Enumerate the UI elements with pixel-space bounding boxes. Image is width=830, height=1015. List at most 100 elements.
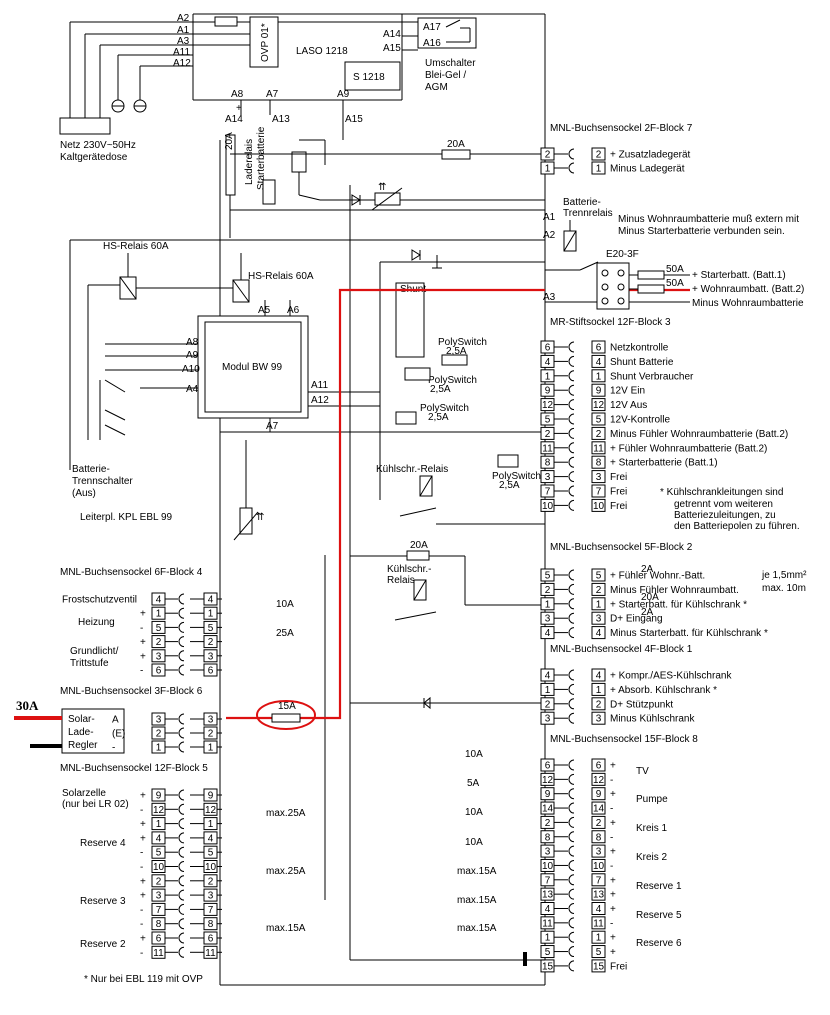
b2-label-0: + Fühler Wohnr.-Batt. xyxy=(610,571,705,582)
block4-title: MNL-Buchsensockel 6F-Block 4 xyxy=(60,567,203,578)
trennrelais: Batterie- Trennrelais Minus Wohnraumbatt… xyxy=(543,197,804,310)
light-arrows-icon: ⇈ xyxy=(378,182,386,193)
b4-label-0: Frostschutzventil xyxy=(62,595,137,606)
b8-pin-5-b-num: 8 xyxy=(596,832,602,843)
minus-note-line1: Minus Wohnraumbatterie muß extern mit xyxy=(618,214,799,225)
b8-pin-3-a-num: 14 xyxy=(542,804,554,815)
b4-pin-5-a-num: 6 xyxy=(156,666,162,677)
laso-label: LASO 1218 xyxy=(296,46,348,57)
mod-pin-a5: A5 xyxy=(258,305,271,316)
b2-pin-4-a-num: 4 xyxy=(545,628,551,639)
b5-pin-1-b-num: 12 xyxy=(205,805,217,816)
bs5f-fuse-1: 2A xyxy=(641,564,654,575)
b2-pin-2-a-num: 1 xyxy=(545,599,551,610)
b7-pin-1-b-box xyxy=(591,161,606,175)
b8-2-socket xyxy=(568,788,575,800)
b3-pin-10-b-box xyxy=(591,484,606,498)
fuse-15a-highlight xyxy=(256,700,316,730)
mid-section: Shunt PolySwitch 2,5A PolySwitch 2,5A Po… xyxy=(324,185,545,960)
reserve4-label: Reserve 4 xyxy=(80,838,126,849)
b4-label-3: + xyxy=(140,637,146,648)
b5-label-2: + xyxy=(140,819,146,830)
b1-pin-3-b-box xyxy=(591,711,606,725)
b5-label-4: - xyxy=(140,848,143,859)
trennschalter-line1: Batterie- xyxy=(72,464,110,475)
b8-pin-3-b-num: 14 xyxy=(593,804,605,815)
b3-pin-6-b-box xyxy=(591,426,606,440)
b3-label-8: + Starterbatterie (Batt.1) xyxy=(610,458,718,469)
mod-pin-a8: A8 xyxy=(186,337,199,348)
b8-pin-4-b-num: 2 xyxy=(596,818,602,829)
b3-5-socket xyxy=(568,413,575,425)
b8-pin-1-b-box xyxy=(591,772,606,786)
pin-a14-top: A14 xyxy=(383,29,401,40)
b3-pin-11-b-num: 10 xyxy=(593,501,605,512)
b1-pin-3-a-num: 3 xyxy=(545,714,551,725)
pin-a1: A1 xyxy=(177,25,190,36)
pin-a15-top: A15 xyxy=(383,43,401,54)
pin-a2-right: A2 xyxy=(543,230,556,241)
b8-pin-6-b-num: 3 xyxy=(596,847,602,858)
b8-pin-13-a-num: 5 xyxy=(545,947,551,958)
b1-pin-3-b-num: 3 xyxy=(596,714,602,725)
b7-pin-0-a-num: 2 xyxy=(545,150,551,161)
b8-pin-7-b-num: 10 xyxy=(593,861,605,872)
b8-label-7: - xyxy=(610,861,613,872)
b4-label-1: + xyxy=(140,609,146,620)
b5-label-1: - xyxy=(140,805,143,816)
b8-pin-8-b-num: 7 xyxy=(596,875,602,886)
b3-pin-4-a-num: 12 xyxy=(542,400,554,411)
reserve2-label: Reserve 2 xyxy=(80,939,126,950)
b8-pin-5-a-num: 8 xyxy=(545,832,551,843)
e20-fuse-1: 50A xyxy=(666,264,684,275)
b3-7-socket xyxy=(568,442,575,454)
b8-8-socket xyxy=(568,874,575,886)
b6-2-socket xyxy=(178,741,185,753)
b7-label-0: + Zusatzladegerät xyxy=(610,150,691,161)
b3-pin-11-b-box xyxy=(591,498,606,512)
b5-pin-3-a-num: 4 xyxy=(156,833,162,844)
b8-label-12: + xyxy=(610,933,616,944)
b3-pin-8-a-num: 8 xyxy=(545,458,551,469)
poly3-amp: 2,5A xyxy=(428,412,449,423)
b4-pin-2-a-num: 5 xyxy=(156,623,162,634)
b5-pin-4-b-num: 5 xyxy=(208,848,214,859)
b4-fuse-10a: 10A xyxy=(276,599,294,610)
b3-pin-2-b-box xyxy=(591,369,606,383)
b3-label-0: Netzkontrolle xyxy=(610,343,669,354)
b5-label-7: + xyxy=(140,891,146,902)
b8-10-socket xyxy=(568,903,575,914)
b8-label-11: - xyxy=(610,918,613,929)
b8-label-0: + xyxy=(610,761,616,772)
b6-pin-1-a-num: 2 xyxy=(156,729,162,740)
block5-12f: MNL-Buchsensockel 12F-Block 5 Solarzelle… xyxy=(60,763,306,985)
b2-pin-2-b-num: 1 xyxy=(596,599,602,610)
b3-label-4: 12V Aus xyxy=(610,400,647,411)
b5-label-3: + xyxy=(140,833,146,844)
laderelais-section: 20A Laderelais Starterbatterie xyxy=(224,126,545,238)
b4-pin-5-b-num: 6 xyxy=(208,666,214,677)
b3-label-10: Frei xyxy=(610,487,627,498)
block6-3f: MNL-Buchsensockel 3F-Block 6 Solar- Lade… xyxy=(14,686,301,754)
b3-pin-3-b-num: 9 xyxy=(596,386,602,397)
b1-label-0: + Kompr./AES-Kühlschrank xyxy=(610,671,732,682)
b3-pin-3-b-box xyxy=(591,383,606,397)
b8-0-socket xyxy=(568,759,575,771)
regler-line1: Solar- xyxy=(68,714,95,725)
b3-pin-9-b-box xyxy=(591,470,606,484)
b2-pin-0-b-box xyxy=(591,568,606,582)
pin-a2: A2 xyxy=(177,13,190,24)
b2-pin-3-a-num: 3 xyxy=(545,614,551,625)
b4-label-5: - xyxy=(140,666,143,677)
b5-pin-11-b-num: 11 xyxy=(205,948,216,959)
b4-label-2: - xyxy=(140,623,143,634)
b1-pin-2-a-num: 2 xyxy=(545,699,551,710)
kuehl-note-line4: den Batteriepolen zu führen. xyxy=(674,521,800,532)
b4-pin-4-a-num: 3 xyxy=(156,651,162,662)
heizung-label: Heizung xyxy=(78,617,115,628)
b3-pin-7-a-num: 11 xyxy=(542,443,553,454)
b7-1-socket xyxy=(568,162,575,174)
trennschalter-line2: Trennschalter xyxy=(72,476,133,487)
trennrelais-line1: Batterie- xyxy=(563,197,601,208)
group-kreis2: Kreis 2 xyxy=(636,852,668,863)
